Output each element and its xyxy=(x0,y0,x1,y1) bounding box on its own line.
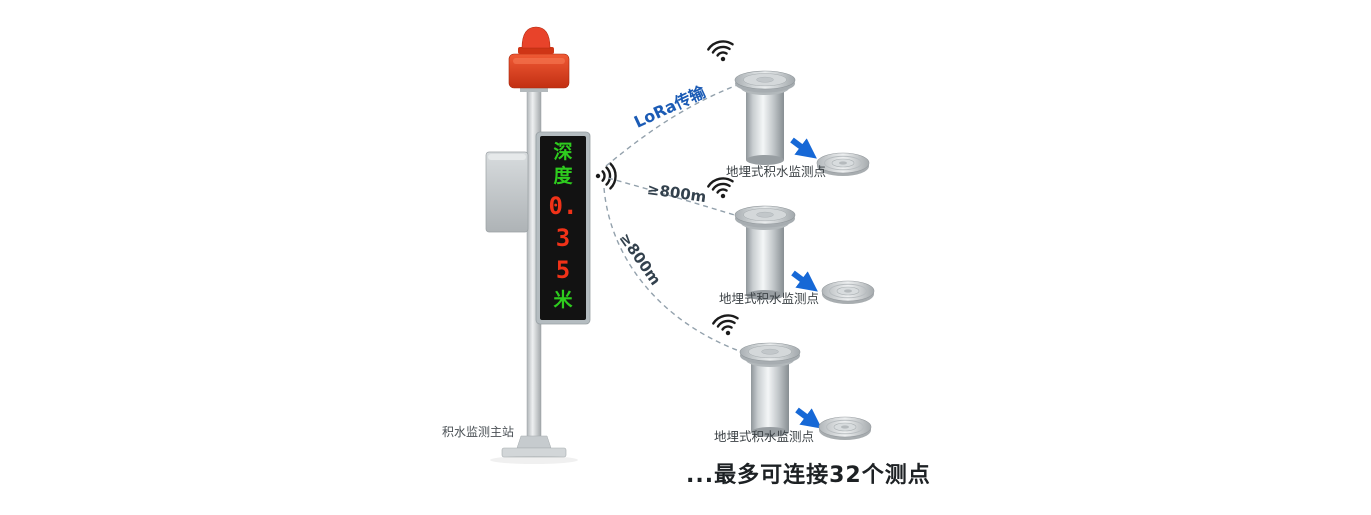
led-display-screen xyxy=(540,136,586,320)
buried-sensor-cylinder xyxy=(739,342,801,438)
alarm-beacon xyxy=(508,26,570,92)
lora-links xyxy=(603,83,743,353)
range-label-middle: ≥800m xyxy=(646,180,707,206)
sensor-unit-2: 地埋式积水监测点 xyxy=(706,175,875,306)
alarm-dome-light xyxy=(521,26,551,49)
led-row-unit: 米 xyxy=(553,288,573,311)
footer-note: ...最多可连接32个测点 xyxy=(686,462,931,488)
lora-transmission-label: LoRa传输 xyxy=(631,82,709,132)
wifi-icon xyxy=(706,175,737,202)
led-row-digit-1: 0. xyxy=(549,192,578,220)
station-shadow xyxy=(490,456,578,464)
led-row-depth-1: 深 xyxy=(553,140,572,163)
sensor-unit-1: 地埋式积水监测点 xyxy=(706,38,870,179)
sensor-label: 地埋式积水监测点 xyxy=(726,164,826,179)
arrow-to-disc xyxy=(791,270,818,292)
wifi-icon xyxy=(711,312,742,339)
wifi-icon xyxy=(706,38,737,65)
led-row-digit-2: 3 xyxy=(556,224,570,252)
sensor-label: 地埋式积水监测点 xyxy=(719,291,819,306)
arrow-to-disc xyxy=(795,407,822,429)
ground-disc-sensor xyxy=(818,416,872,441)
station-base-riser xyxy=(516,435,552,449)
sensor-label: 地埋式积水监测点 xyxy=(714,429,814,444)
control-cabinet xyxy=(485,151,529,233)
led-row-depth-2: 度 xyxy=(553,164,573,187)
lora-link-bottom xyxy=(603,187,743,353)
alarm-housing-highlight xyxy=(513,58,565,64)
alarm-dome-base xyxy=(518,47,554,54)
led-row-digit-3: 5 xyxy=(556,256,570,284)
sensor-unit-3: 地埋式积水监测点 xyxy=(711,312,872,444)
station-label: 积水监测主站 xyxy=(442,425,514,439)
led-display: 深 度 0. 3 5 米 xyxy=(535,131,591,325)
station-base-plate xyxy=(501,447,567,458)
buried-sensor-cylinder xyxy=(734,205,796,301)
lora-link-middle xyxy=(607,177,739,217)
station-wifi-icon xyxy=(594,162,617,190)
ground-disc-sensor xyxy=(821,280,875,305)
arrow-to-disc xyxy=(790,137,817,159)
buried-sensor-cylinder xyxy=(734,70,796,166)
lora-link-top xyxy=(605,83,741,167)
alarm-bracket xyxy=(520,86,548,92)
main-station: 深 度 0. 3 5 米 积水监测主站 xyxy=(442,26,617,464)
